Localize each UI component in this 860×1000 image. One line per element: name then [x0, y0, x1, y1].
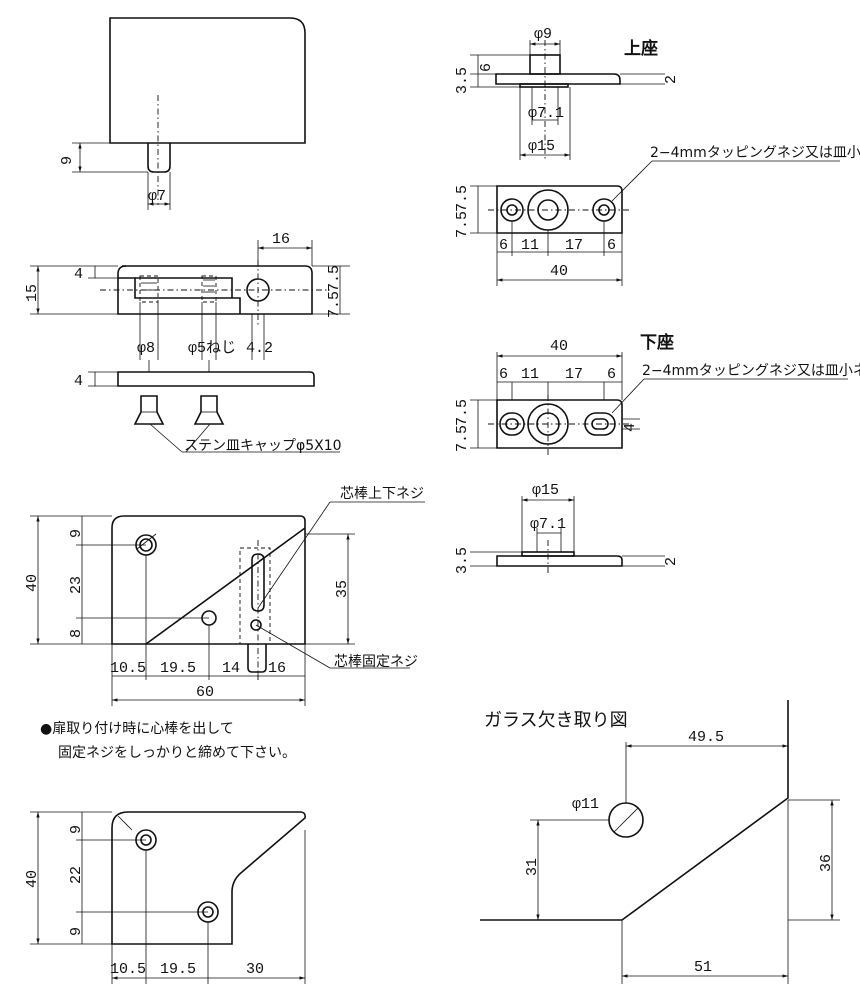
view-bracket-bottom: 40 9 22 9 10.5 19.5 30	[24, 811, 306, 984]
dim-6-upper-a: 6	[499, 237, 508, 254]
dim-3-5-lower: 3.5	[454, 547, 471, 574]
dim-phi7-1-lower: φ7.1	[530, 516, 566, 533]
label-cap-screw: ステン皿キャップφ5X10	[184, 438, 342, 454]
dim-9-bottom-b: 9	[68, 927, 85, 936]
dim-15: 15	[24, 284, 41, 302]
view-plate-screws: 4 ステン皿キャップφ5X10	[74, 360, 342, 454]
dim-8-left: 8	[68, 629, 85, 638]
dim-3-5-upper: 3.5	[454, 67, 471, 94]
dim-6-lower-b: 6	[607, 366, 616, 383]
view-upper-seat-side: φ9 6 3.5 2 φ7.1 φ15	[454, 26, 680, 160]
dim-10-5-mid: 10.5	[110, 660, 146, 677]
title-lower-seat: 下座	[640, 332, 674, 353]
dim-23-left: 23	[68, 576, 85, 594]
dim-35: 35	[334, 580, 351, 598]
label-pivot-fix-screw: 芯棒固定ネジ	[334, 654, 418, 670]
dim-6-upper-b: 6	[607, 237, 616, 254]
dim-36: 36	[818, 854, 835, 872]
dim-6-lower-a: 6	[499, 366, 508, 383]
dim-phi7-1-upper: φ7.1	[528, 105, 564, 122]
dim-2-lower: 2	[663, 557, 680, 566]
view-lower-seat-side: φ15 φ7.1 3.5 2	[454, 482, 680, 575]
label-screw-upper: 2−4mmタッピングネジ又は皿小ネジ	[650, 145, 860, 161]
label-screw-lower: 2−4mmタッピングネジ又は皿小ネジ	[642, 363, 860, 379]
dim-6-upper: 6	[478, 63, 495, 72]
dim-60: 60	[196, 684, 214, 701]
label-pivot-screw: 芯棒上下ネジ	[340, 486, 424, 502]
title-upper-seat: 上座	[624, 38, 658, 59]
view-lower-seat-top: 40 6 11 17 6 2−4mmタッピングネジ又は皿小ネジ 7.5 7.5 …	[454, 338, 860, 455]
dim-4-plate: 4	[74, 373, 83, 390]
dim-16-mid: 16	[268, 660, 286, 677]
dim-phi8: φ8	[137, 340, 155, 357]
dim-19-5-mid: 19.5	[160, 660, 196, 677]
dim-9-pin: 9	[59, 156, 76, 165]
dim-7-5-right-b: 7.5	[326, 265, 343, 292]
dim-4-top: 4	[74, 266, 83, 283]
dim-phi5-screw: φ5ねじ	[188, 339, 236, 357]
dim-17-upper: 17	[565, 237, 583, 254]
dim-31: 31	[524, 858, 541, 876]
note-line-1: ●扉取り付け時に心棒を出して	[40, 721, 234, 737]
view-side-section: 15 4 16 7.5 7.5 φ8 φ5ねじ 4.2	[24, 231, 350, 360]
dim-9-bottom-a: 9	[68, 825, 85, 834]
dim-40-left: 40	[24, 574, 41, 592]
dim-phi11: φ11	[572, 796, 599, 813]
dim-4-2: 4.2	[246, 340, 273, 357]
dim-49-5: 49.5	[688, 729, 724, 746]
dim-51: 51	[694, 959, 712, 976]
view-front-top: 9 φ7	[59, 17, 306, 210]
dim-17-lower: 17	[565, 366, 583, 383]
dim-phi9: φ9	[534, 26, 552, 43]
dim-40-lower: 40	[550, 338, 568, 355]
note-line-2: 固定ネジをしっかりと締めて下さい。	[58, 744, 296, 761]
dim-14-mid: 14	[222, 660, 240, 677]
view-glass-notch: 49.5 φ11 31 36 51	[480, 700, 840, 984]
dim-7-5-right-a: 7.5	[326, 291, 343, 318]
dim-2-upper: 2	[663, 75, 680, 84]
title-glass-notch: ガラス欠き取り図	[484, 710, 628, 731]
dim-40-upper: 40	[550, 263, 568, 280]
dim-phi7: φ7	[148, 188, 166, 205]
dim-9-left: 9	[68, 529, 85, 538]
dim-7-5-lower-a: 7.5	[454, 399, 471, 426]
dim-4-lower: 4	[622, 423, 639, 432]
view-upper-seat-top: 2−4mmタッピングネジ又は皿小ネジ 7.5 7.5 6 11 17 6 40	[454, 145, 860, 286]
dim-phi15-lower: φ15	[532, 482, 559, 499]
dim-40-bottom: 40	[24, 870, 41, 888]
view-front-pivot: 40 9 23 8 35 10.5 19.5 14 16 60 芯棒上下ネジ 芯…	[24, 486, 425, 706]
dim-22-bottom: 22	[68, 866, 85, 884]
dim-11-lower: 11	[521, 366, 539, 383]
dim-phi15-upper: φ15	[528, 138, 555, 155]
dim-10-5-bottom: 10.5	[110, 961, 146, 978]
dim-7-5-upper-b: 7.5	[454, 211, 471, 238]
dim-16-top: 16	[272, 231, 290, 248]
dim-11-upper: 11	[521, 237, 539, 254]
dim-7-5-lower-b: 7.5	[454, 425, 471, 452]
dim-19-5-bottom: 19.5	[160, 961, 196, 978]
dim-7-5-upper-a: 7.5	[454, 185, 471, 212]
dim-30-bottom: 30	[246, 961, 264, 978]
